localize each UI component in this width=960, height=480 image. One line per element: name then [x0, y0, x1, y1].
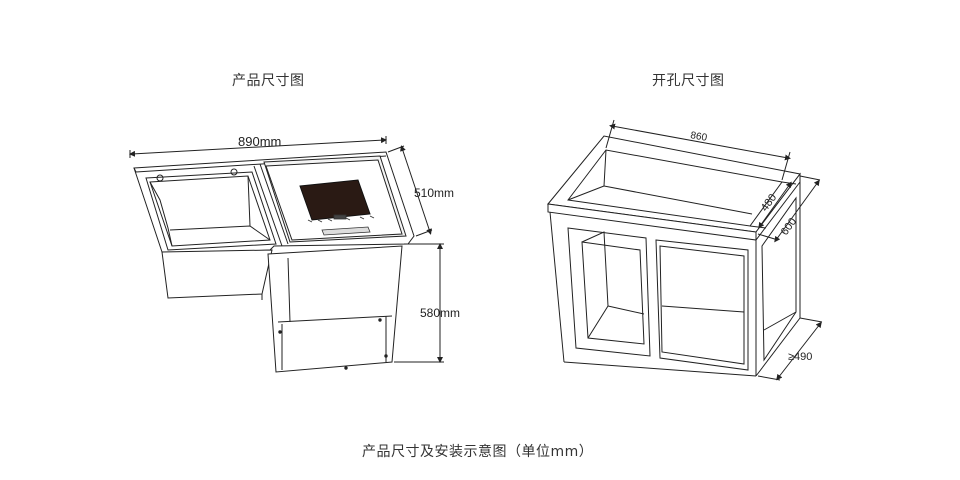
depth-label: 510mm — [414, 186, 454, 200]
hob-control-panel — [307, 214, 375, 236]
countertop-slab — [547, 135, 801, 242]
cutout-width-dimension — [605, 119, 791, 181]
cutout-width-label: 860 — [689, 130, 708, 144]
cabinet-depth-dimension — [757, 175, 821, 243]
clearance-dimension — [757, 317, 823, 381]
clearance-label: ≥490 — [788, 351, 812, 363]
width-label: 890mm — [238, 134, 281, 149]
sink-basin-body — [161, 249, 273, 300]
width-dimension-line — [129, 136, 387, 158]
cabinet-frame — [549, 182, 801, 377]
cutout-drawing — [547, 119, 823, 381]
product-drawing — [129, 136, 444, 373]
height-dimension-line — [394, 243, 444, 363]
diagram-caption: 产品尺寸及安装示意图（单位mm） — [362, 444, 594, 460]
induction-hob-glass — [299, 179, 371, 221]
cabinet-body — [267, 245, 403, 373]
height-label: 580mm — [420, 306, 460, 320]
countertop-frame — [133, 151, 415, 257]
cutout-dimension-title: 开孔尺寸图 — [652, 73, 725, 89]
depth-dimension-line — [387, 145, 433, 237]
product-dimension-title: 产品尺寸图 — [232, 73, 305, 89]
